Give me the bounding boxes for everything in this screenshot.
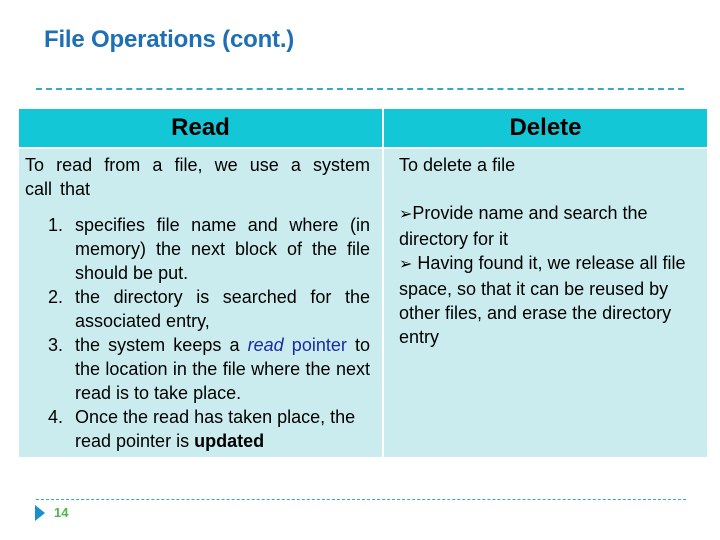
step-number: 4 bbox=[25, 405, 67, 453]
slide-title: File Operations (cont.) bbox=[44, 26, 295, 53]
step-number: 3 bbox=[25, 333, 67, 405]
step-text-part: Once the read has taken place, the read … bbox=[75, 407, 356, 451]
step-number: 1 bbox=[25, 213, 67, 285]
triangle-marker-icon bbox=[35, 505, 45, 521]
read-steps-list: 1 specifies file name and where (in memo… bbox=[25, 213, 370, 453]
list-item: ➢ Having found it, we release all file s… bbox=[399, 251, 695, 349]
step-text-part: the system keeps a bbox=[75, 335, 248, 355]
list-item: 1 specifies file name and where (in memo… bbox=[25, 213, 370, 285]
list-item: 2 the directory is searched for the asso… bbox=[25, 285, 370, 333]
delete-intro: To delete a file bbox=[399, 155, 516, 175]
step-text-part: to the location in the file where the ne… bbox=[75, 335, 371, 403]
updated-bold: updated bbox=[194, 431, 265, 451]
header-read: Read bbox=[19, 109, 382, 147]
footer-divider bbox=[36, 499, 686, 500]
comparison-table: Read Delete To read from a file, we use … bbox=[19, 109, 707, 457]
read-emphasis: read bbox=[247, 335, 284, 355]
read-intro: To read from a file, we use a system cal… bbox=[25, 155, 370, 199]
list-item: 3 the system keeps a read pointer to the… bbox=[25, 333, 370, 405]
page-number: 14 bbox=[54, 505, 69, 520]
title-divider bbox=[36, 88, 684, 90]
step-text: specifies file name and where (in memory… bbox=[75, 215, 370, 283]
cell-delete: To delete a file ➢Provide name and searc… bbox=[384, 149, 707, 457]
step-text: Once the read has taken place, the read … bbox=[67, 405, 370, 453]
header-delete: Delete bbox=[384, 109, 707, 147]
bullet-text: Provide name and search the directory fo… bbox=[399, 203, 648, 249]
delete-bullets-list: ➢Provide name and search the directory f… bbox=[399, 201, 695, 349]
step-text: the directory is searched for the associ… bbox=[75, 287, 370, 331]
arrow-bullet-icon: ➢ bbox=[399, 256, 413, 273]
pointer-highlight: pointer bbox=[283, 335, 347, 355]
step-number: 2 bbox=[25, 285, 67, 333]
list-item: 4 Once the read has taken place, the rea… bbox=[25, 405, 370, 453]
step-text: the system keeps a read pointer to the l… bbox=[67, 333, 370, 405]
arrow-bullet-icon: ➢ bbox=[399, 206, 413, 223]
cell-read: To read from a file, we use a system cal… bbox=[19, 149, 382, 457]
list-item: ➢Provide name and search the directory f… bbox=[399, 201, 695, 251]
bullet-text: Having found it, we release all file spa… bbox=[399, 253, 686, 347]
